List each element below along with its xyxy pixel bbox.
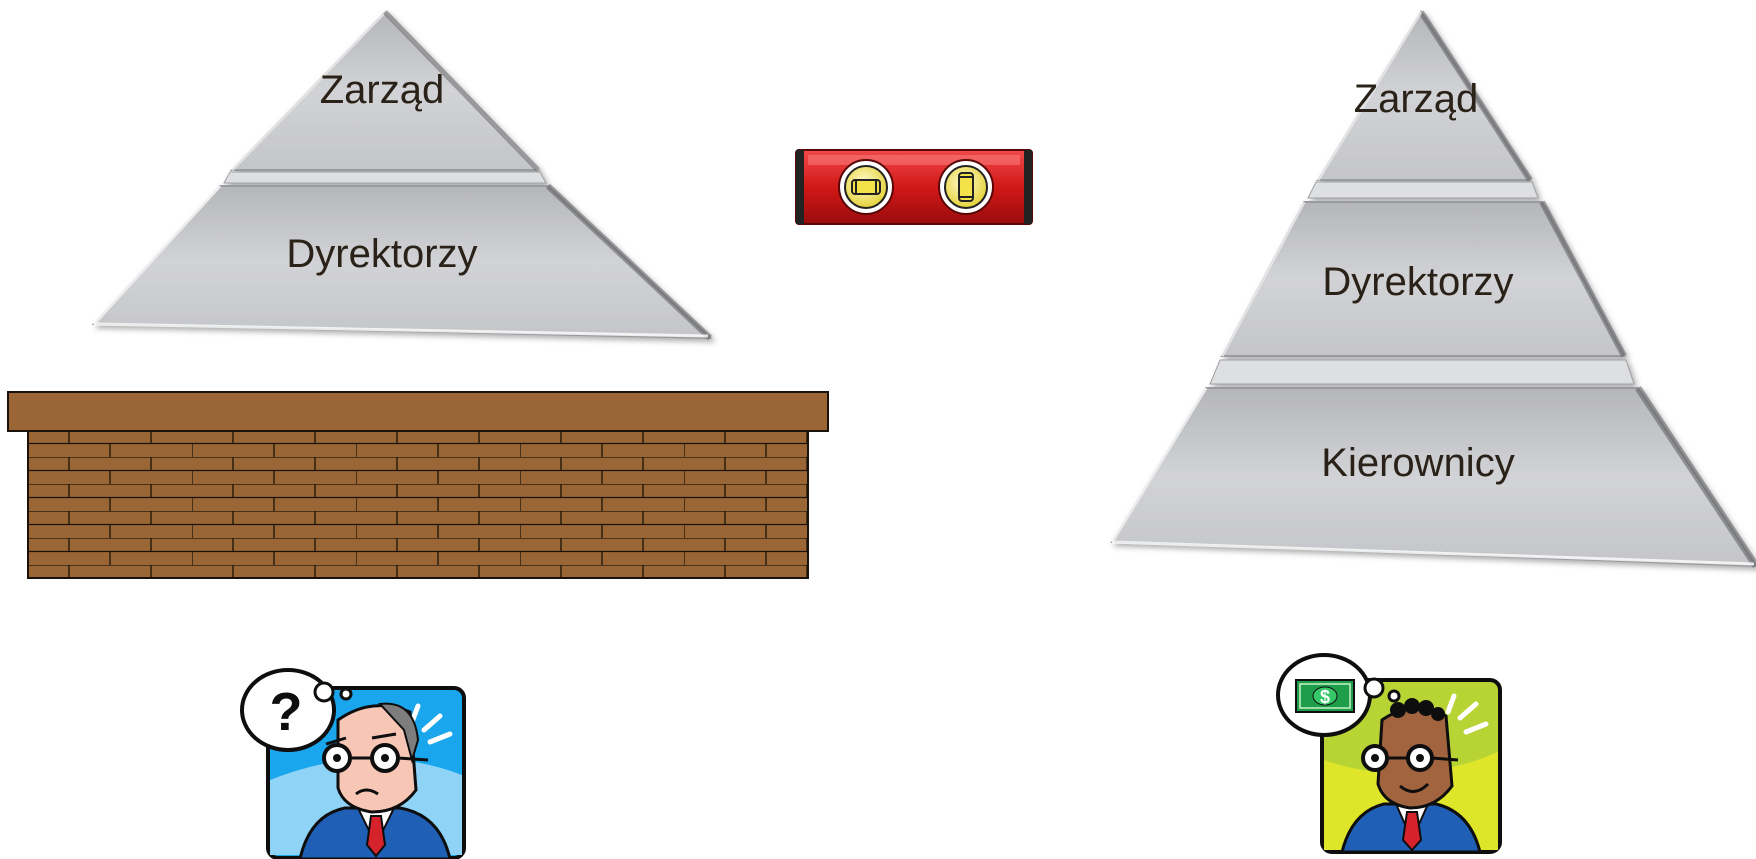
dollar-bill-icon: $ (1296, 680, 1354, 712)
right-pyramid-label-dyrektorzy: Dyrektorzy (1322, 260, 1513, 304)
left-pyramid-label-zarzad: Zarząd (320, 68, 445, 112)
left-pyramid (94, 12, 710, 338)
left-pyramid-label-dyrektorzy: Dyrektorzy (286, 232, 477, 276)
spirit-level-icon (796, 150, 1032, 224)
confused-businessman-icon: ? (242, 670, 464, 859)
right-pyramid-label-zarzad: Zarząd (1354, 77, 1479, 121)
dollar-sign: $ (1320, 687, 1330, 707)
wall-capstone (8, 392, 828, 431)
question-mark-icon: ? (270, 682, 303, 742)
right-pyramid-label-kierownicy: Kierownicy (1321, 441, 1514, 485)
happy-businessman-icon: $ (1278, 655, 1500, 852)
brick-wall-icon (8, 392, 828, 578)
